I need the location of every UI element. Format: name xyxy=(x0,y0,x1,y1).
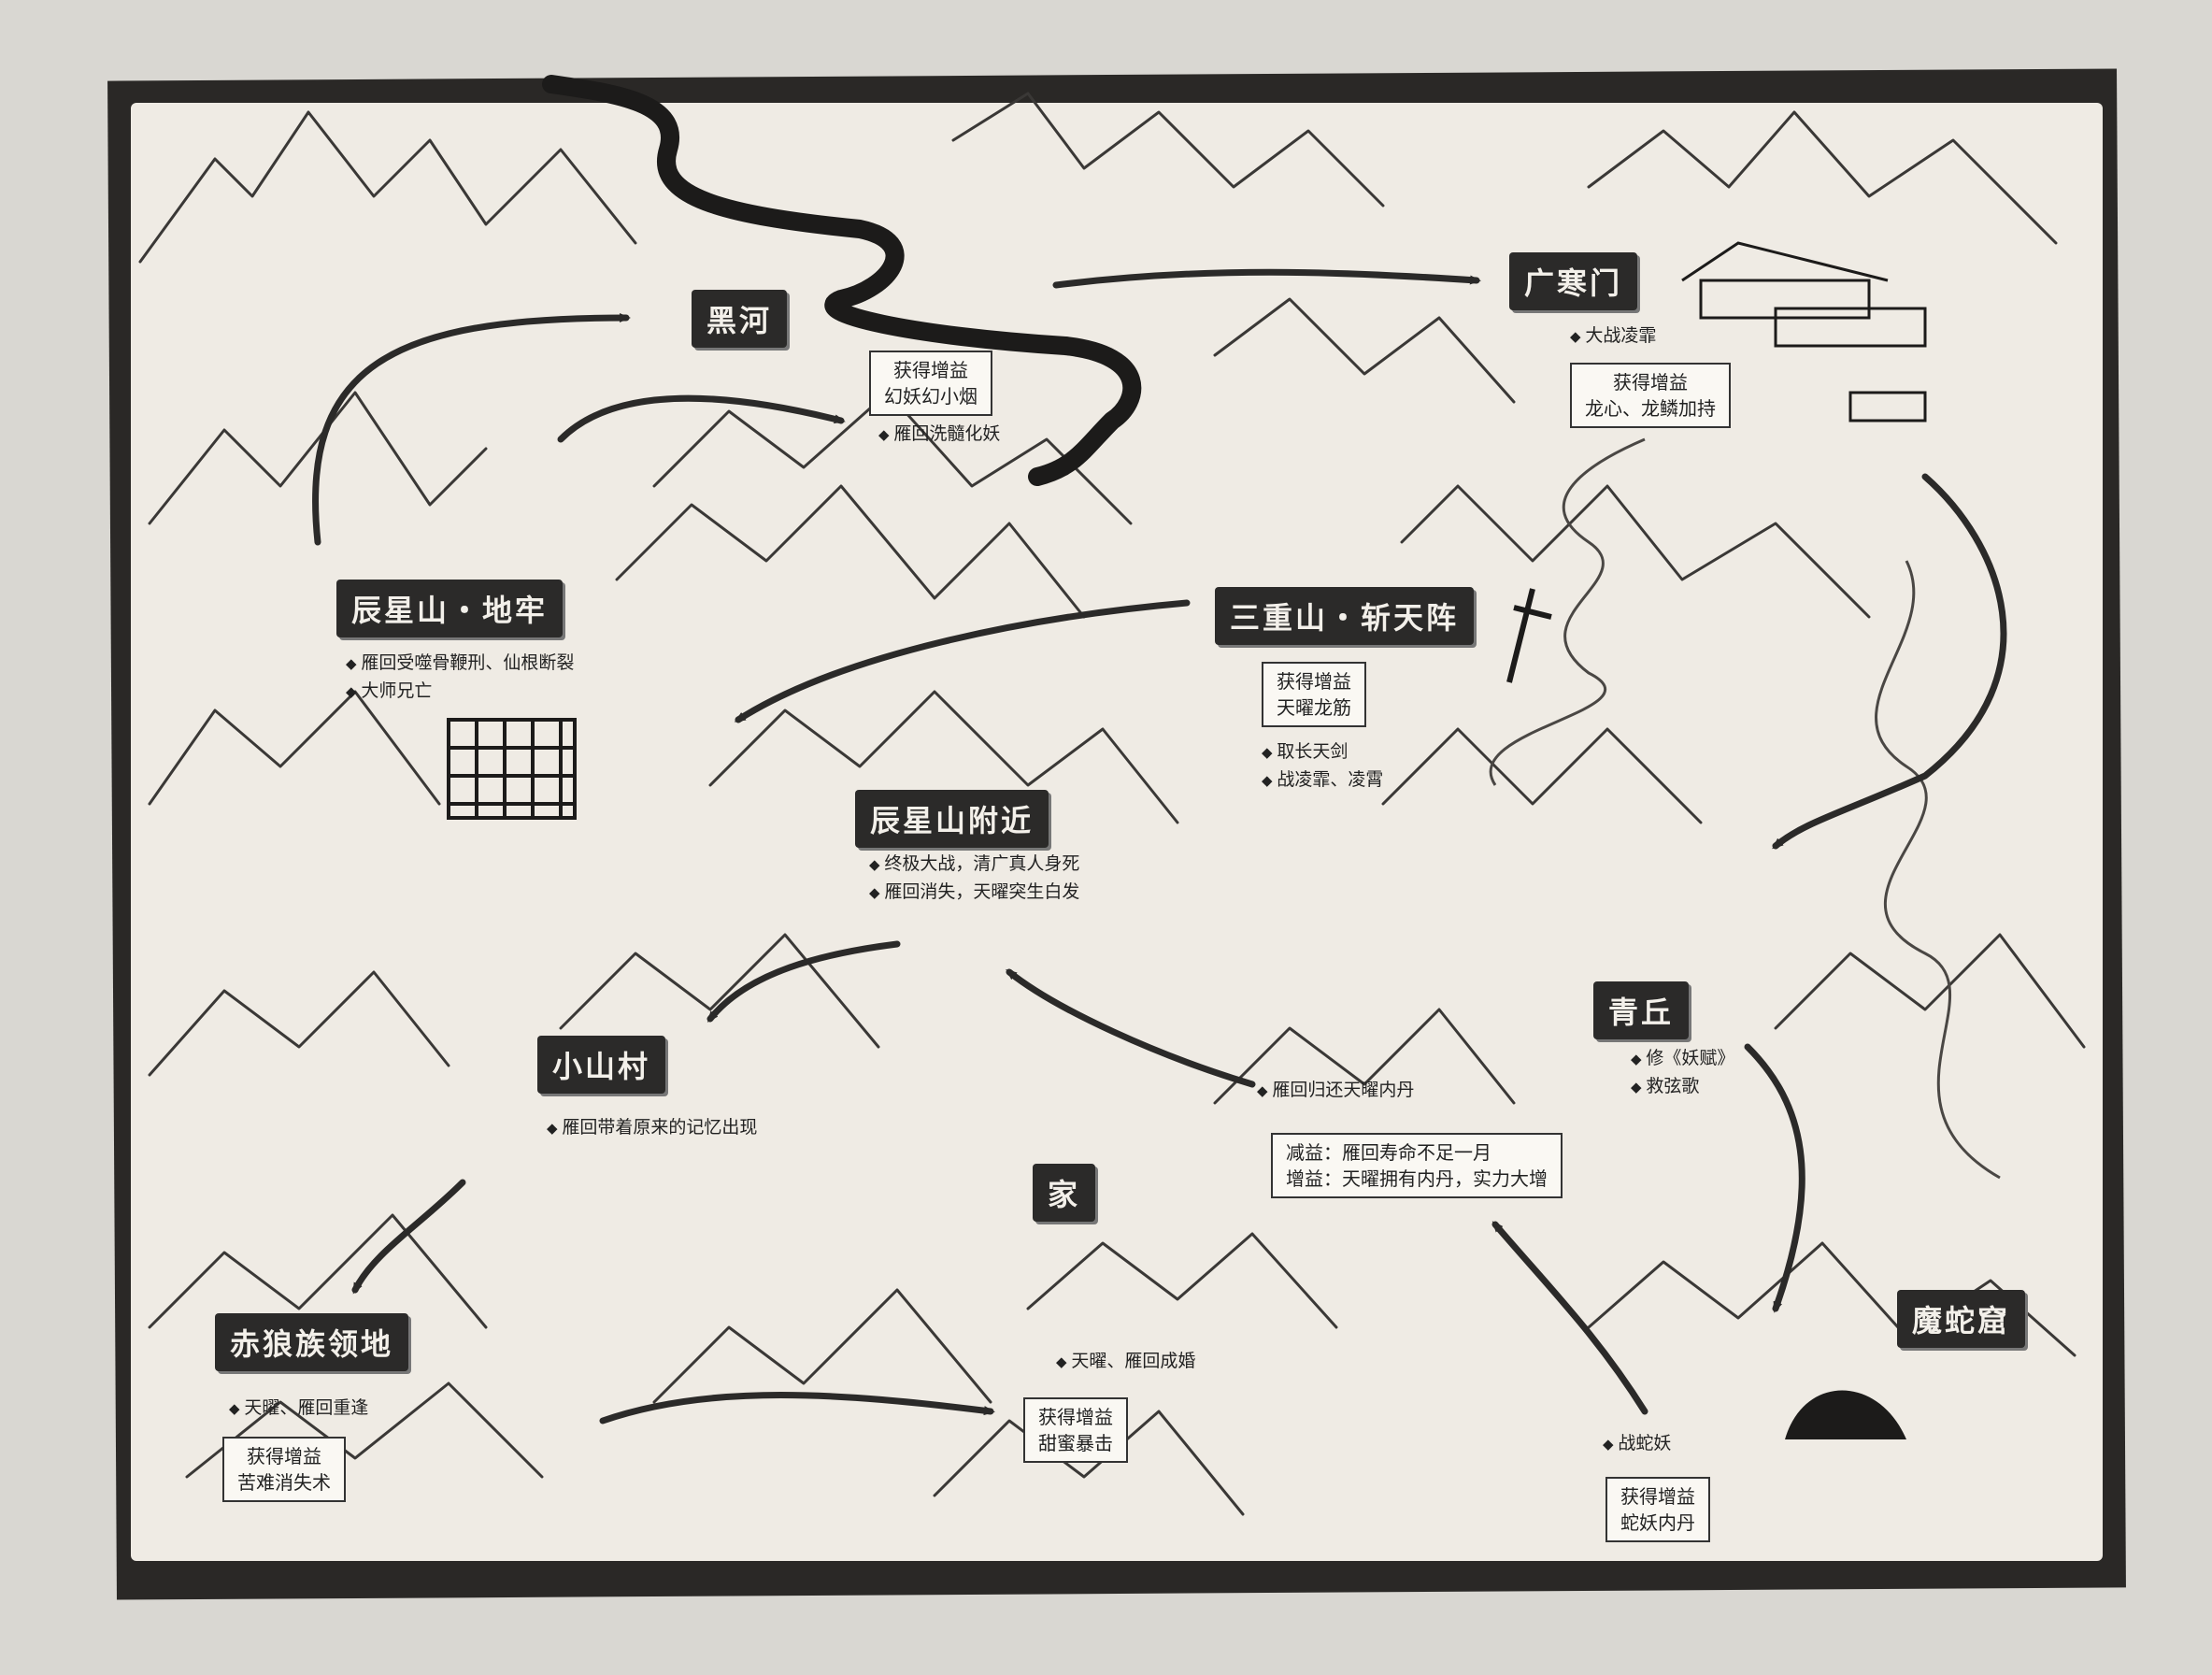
location-label-chenxingshan-dilao: 辰星山・地牢 xyxy=(336,580,564,637)
location-label-jia: 家 xyxy=(1033,1164,1096,1222)
note-dilao: 雁回受噬骨鞭刑、仙根断裂 大师兄亡 xyxy=(346,650,574,706)
note-moshe: 战蛇妖 xyxy=(1603,1430,1671,1458)
location-label-qingqiu: 青丘 xyxy=(1593,981,1690,1039)
boon-box-jia: 获得增益 甜蜜暴击 xyxy=(1023,1397,1128,1463)
boon-box-sanchongshan: 获得增益 天曜龙筋 xyxy=(1262,662,1366,727)
note-chilang: 天曜、雁回重逢 xyxy=(229,1395,368,1423)
location-label-guanghanmen: 广寒门 xyxy=(1509,252,1638,310)
note-guanghanmen: 大战凌霏 xyxy=(1570,322,1656,351)
location-label-chilang: 赤狼族领地 xyxy=(215,1313,409,1371)
location-label-moshequ: 魔蛇窟 xyxy=(1897,1290,2026,1348)
note-fujin: 终极大战，清广真人身死 雁回消失，天曜突生白发 xyxy=(869,851,1079,907)
boon-box-guanghanmen: 获得增益 龙心、龙鳞加持 xyxy=(1570,363,1731,428)
location-label-heihe: 黑河 xyxy=(692,290,788,348)
boon-box-moshe: 获得增益 蛇妖内丹 xyxy=(1605,1477,1710,1542)
boon-box-neidan: 减益：雁回寿命不足一月 增益：天曜拥有内丹，实力大增 xyxy=(1271,1133,1563,1198)
map-paper xyxy=(131,103,2103,1561)
note-heihe: 雁回洗髓化妖 xyxy=(878,421,1000,449)
note-jia: 天曜、雁回成婚 xyxy=(1056,1348,1195,1376)
location-label-sanchongshan: 三重山・斩天阵 xyxy=(1215,587,1475,645)
note-xiaoshancun: 雁回带着原来的记忆出现 xyxy=(547,1114,757,1142)
location-label-chenxingshan-fujin: 辰星山附近 xyxy=(855,790,1049,848)
note-sanchongshan: 取长天剑 战凌霏、凌霄 xyxy=(1262,738,1383,795)
location-label-xiaoshancun: 小山村 xyxy=(537,1036,666,1094)
note-qingqiu: 修《妖赋》 救弦歌 xyxy=(1631,1045,1734,1101)
boon-box-chilang: 获得增益 苦难消失术 xyxy=(222,1437,346,1502)
note-neidan: 雁回归还天曜内丹 xyxy=(1257,1077,1414,1105)
boon-box-heihe: 获得增益 幻妖幻小烟 xyxy=(869,351,992,416)
